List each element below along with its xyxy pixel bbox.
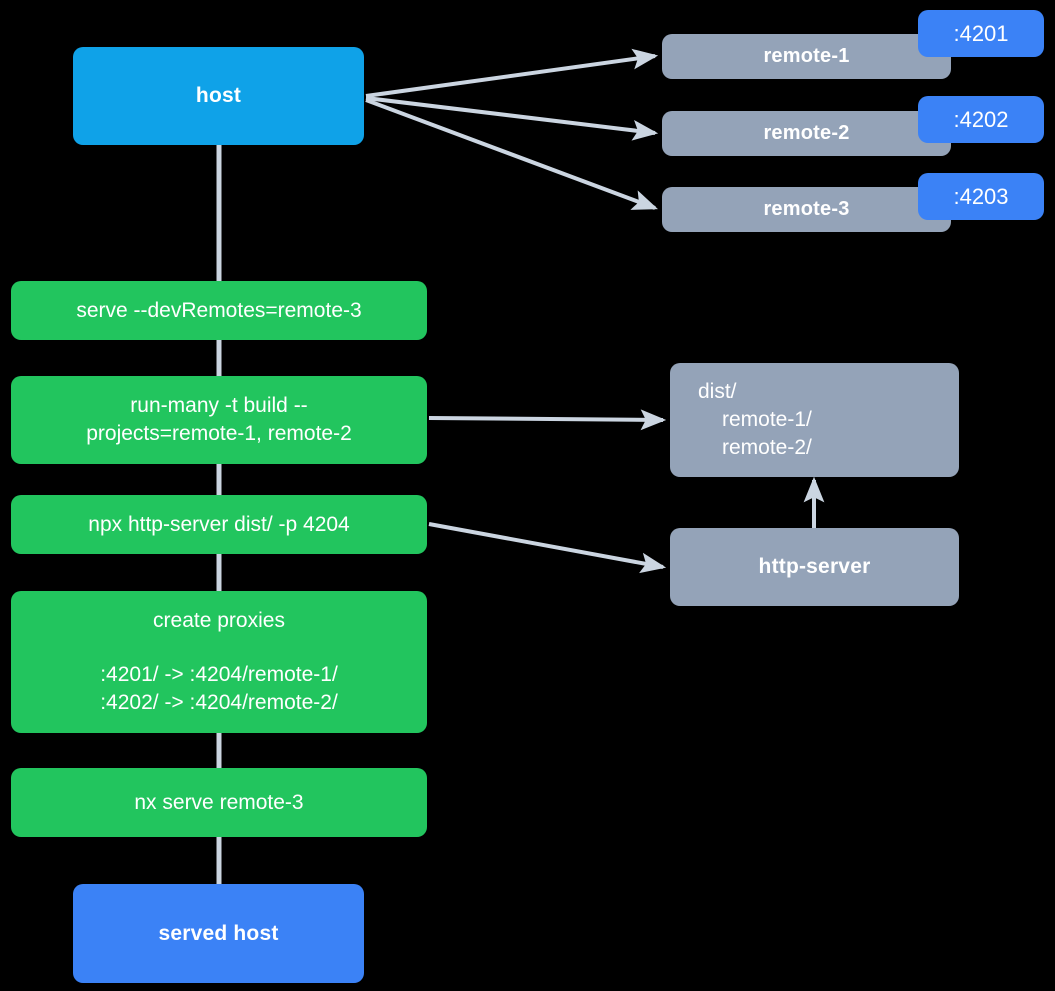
edge-httpservercmd-httpserver [428, 522, 667, 574]
node-dist-line-1: dist/ [698, 380, 737, 404]
node-http-server-label: http-server [758, 555, 871, 579]
node-create-proxies-line-2: :4202/ -> :4204/remote-2/ [100, 690, 338, 714]
node-http-server[interactable]: http-server [670, 528, 959, 606]
node-run-many-line-1: run-many -t build -- [130, 394, 308, 418]
node-run-many-line-2: projects=remote-1, remote-2 [86, 422, 352, 445]
node-served-host[interactable]: served host [73, 884, 364, 983]
node-create-proxies-title: create proxies [153, 609, 285, 633]
badge-remote-1-port: :4201 [918, 10, 1044, 57]
node-nx-serve-remote-3[interactable]: nx serve remote-3 [11, 768, 427, 837]
node-serve-devremotes[interactable]: serve --devRemotes=remote-3 [11, 281, 427, 340]
node-remote-2-label: remote-2 [763, 122, 850, 145]
node-remote-3[interactable]: remote-3 [662, 187, 951, 232]
node-npx-http-server-label: npx http-server dist/ -p 4204 [88, 512, 350, 536]
node-dist-line-3: remote-2/ [722, 435, 812, 459]
badge-remote-2-port: :4202 [918, 96, 1044, 143]
node-host-label: host [195, 84, 242, 108]
edge-host-remote-3 [365, 98, 658, 210]
node-dist[interactable]: dist/ remote-1/ remote-2/ [670, 363, 959, 477]
node-remote-3-label: remote-3 [763, 198, 850, 221]
node-remote-2[interactable]: remote-2 [662, 111, 951, 156]
node-create-proxies[interactable]: create proxies :4201/ -> :4204/remote-1/… [11, 591, 427, 733]
badge-remote-3-port-label: :4203 [953, 183, 1009, 209]
node-remote-1-label: remote-1 [763, 45, 850, 68]
badge-remote-3-port: :4203 [918, 173, 1044, 220]
node-run-many[interactable]: run-many -t build -- projects=remote-1, … [11, 376, 427, 464]
node-dist-line-2: remote-1/ [722, 408, 812, 432]
edge-runmany-dist [428, 409, 667, 431]
edge-host-remote-2 [365, 96, 659, 141]
node-host[interactable]: host [73, 47, 364, 145]
badge-remote-1-port-label: :4201 [953, 20, 1009, 46]
node-nx-serve-remote-3-label: nx serve remote-3 [134, 790, 304, 814]
node-create-proxies-line-1: :4201/ -> :4204/remote-1/ [100, 663, 338, 687]
badge-remote-2-port-label: :4202 [953, 106, 1009, 132]
node-served-host-label: served host [158, 921, 279, 945]
node-remote-1[interactable]: remote-1 [662, 34, 951, 79]
node-serve-devremotes-label: serve --devRemotes=remote-3 [76, 298, 362, 322]
node-npx-http-server[interactable]: npx http-server dist/ -p 4204 [11, 495, 427, 554]
edge-host-remote-1 [365, 48, 659, 98]
